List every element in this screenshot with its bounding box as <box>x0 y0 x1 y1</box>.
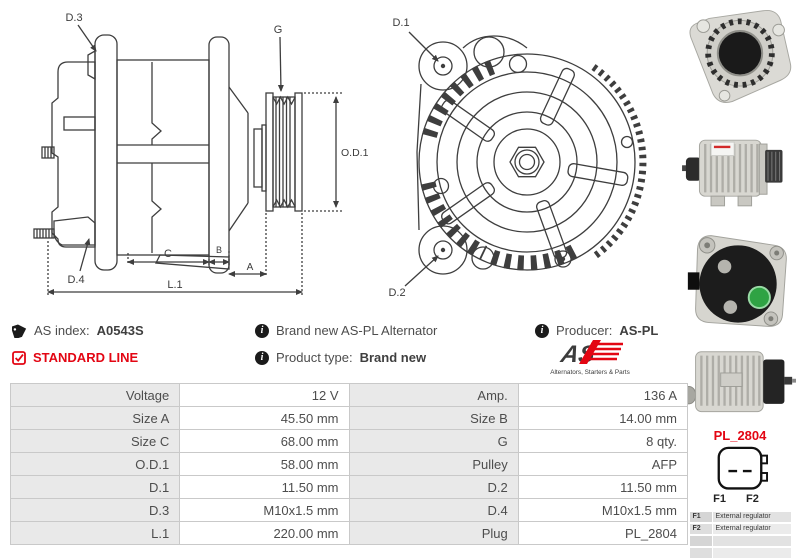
dim-label-d3: D.3 <box>65 12 82 24</box>
pin-table-row <box>689 547 791 558</box>
plug-pin-f1: F1 <box>713 492 726 505</box>
spec-value: 68.00 mm <box>179 429 350 453</box>
plug-pin-f2: F2 <box>746 492 759 505</box>
dim-label-d1: D.1 <box>392 17 409 29</box>
spec-label: Voltage <box>9 383 181 407</box>
spec-label: Size A <box>9 406 181 430</box>
spec-label: Plug <box>348 521 519 545</box>
checkbox-checked-icon <box>12 350 26 365</box>
product-photo-gallery: PL_2804 F1 F2 F1 External regulator F2 E… <box>680 0 800 560</box>
pin-table-row <box>689 535 791 546</box>
spec-label: O.D.1 <box>9 452 181 476</box>
pin-desc <box>712 535 791 546</box>
dim-label-c: C <box>164 248 172 260</box>
pin-function-table: F1 External regulator F2 External regula… <box>689 510 792 560</box>
as-index-value: A0543S <box>96 323 144 338</box>
spec-value: PL_2804 <box>517 521 689 545</box>
dim-label-a: A <box>247 262 254 273</box>
spec-label: D.1 <box>9 475 181 499</box>
spec-label: G <box>348 429 519 453</box>
pin-desc: External regulator <box>712 523 791 534</box>
info-icon: i <box>255 350 269 365</box>
technical-drawing-side: G O.D.1 D.3 D.4 C B A L.1 <box>33 12 369 295</box>
spec-value: 220.00 mm <box>179 521 350 545</box>
plug-pin-labels: F1 F2 <box>713 493 759 505</box>
producer-label: Producer: <box>556 323 613 338</box>
spec-value: AFP <box>517 452 689 476</box>
dim-label-g: G <box>274 24 283 36</box>
as-index: AS index: A0543S <box>12 323 255 338</box>
product-photo-rear[interactable] <box>680 226 800 338</box>
rear-housing <box>51 61 96 248</box>
spec-row: Voltage 12 V Amp. 136 A <box>9 383 689 407</box>
technical-drawing-front: D.1 D.2 <box>388 17 647 299</box>
spec-label: Size C <box>9 429 181 453</box>
spec-table: Voltage 12 V Amp. 136 A Size A 45.50 mm … <box>9 383 689 545</box>
spec-value: 12 V <box>179 383 350 407</box>
brand-new-text: Brand new AS-PL Alternator <box>276 323 438 338</box>
dim-label-b: B <box>216 245 222 255</box>
spec-label: D.2 <box>348 475 519 499</box>
dim-label-l1: L.1 <box>167 279 182 291</box>
pin-table-row: F2 External regulator <box>689 523 791 534</box>
spec-label: D.4 <box>348 498 519 522</box>
spec-row: Size A 45.50 mm Size B 14.00 mm <box>9 406 689 430</box>
spec-label: L.1 <box>9 521 181 545</box>
pin-id: F1 <box>689 511 712 522</box>
spec-value: 45.50 mm <box>179 406 350 430</box>
spec-label: Size B <box>348 406 519 430</box>
plug-connector-diagram <box>717 446 769 490</box>
pin-desc: External regulator <box>712 511 791 522</box>
logo-tagline: Alternators, Starters & Parts <box>550 369 630 376</box>
standard-line: STANDARD LINE <box>12 350 255 365</box>
producer-value: AS-PL <box>619 323 659 338</box>
spec-label: Amp. <box>348 383 519 407</box>
product-photo-angle[interactable] <box>680 344 800 425</box>
spec-label: Pulley <box>348 452 519 476</box>
dim-label-od1: O.D.1 <box>341 147 369 159</box>
spec-value: 11.50 mm <box>517 475 689 499</box>
spec-value: M10x1.5 mm <box>179 498 350 522</box>
spec-value: 14.00 mm <box>517 406 689 430</box>
dim-label-d2: D.2 <box>388 287 405 299</box>
brand-new-note: i Brand new AS-PL Alternator <box>255 323 535 338</box>
product-type-value: Brand new <box>359 350 427 365</box>
spec-label: D.3 <box>9 498 181 522</box>
pin-desc <box>712 547 791 558</box>
spec-row: Size C 68.00 mm G 8 qty. <box>9 429 689 453</box>
standard-line-label: STANDARD LINE <box>33 350 139 365</box>
dim-label-d4: D.4 <box>67 274 84 286</box>
spec-row: D.1 11.50 mm D.2 11.50 mm <box>9 475 689 499</box>
spec-value: 136 A <box>517 383 689 407</box>
spec-row: D.3 M10x1.5 mm D.4 M10x1.5 mm <box>9 498 689 522</box>
info-icon: i <box>255 323 269 338</box>
product-photo-side[interactable] <box>680 117 800 219</box>
spec-row: O.D.1 58.00 mm Pulley AFP <box>9 452 689 476</box>
product-info-strip: AS index: A0543S i Brand new AS-PL Alter… <box>12 317 684 376</box>
product-photo-front[interactable] <box>680 3 800 109</box>
as-pl-logo: AS Alternators, Starters & Parts <box>550 339 630 376</box>
product-type: i Product type: Brand new <box>255 350 535 365</box>
as-index-label: AS index: <box>34 323 90 338</box>
spec-value: 11.50 mm <box>179 475 350 499</box>
pin-table-row: F1 External regulator <box>689 511 791 522</box>
spec-row: L.1 220.00 mm Plug PL_2804 <box>9 521 689 545</box>
pin-id <box>689 535 712 546</box>
info-icon: i <box>535 323 549 338</box>
plug-code: PL_2804 <box>713 427 767 443</box>
spec-value: 8 qty. <box>517 429 689 453</box>
tag-icon <box>12 324 27 338</box>
producer: i Producer: AS-PL <box>535 323 684 338</box>
spec-value: 58.00 mm <box>179 452 350 476</box>
pin-id <box>689 547 712 558</box>
pin-id: F2 <box>689 523 712 534</box>
spec-value: M10x1.5 mm <box>517 498 689 522</box>
product-type-label: Product type: <box>276 350 353 365</box>
